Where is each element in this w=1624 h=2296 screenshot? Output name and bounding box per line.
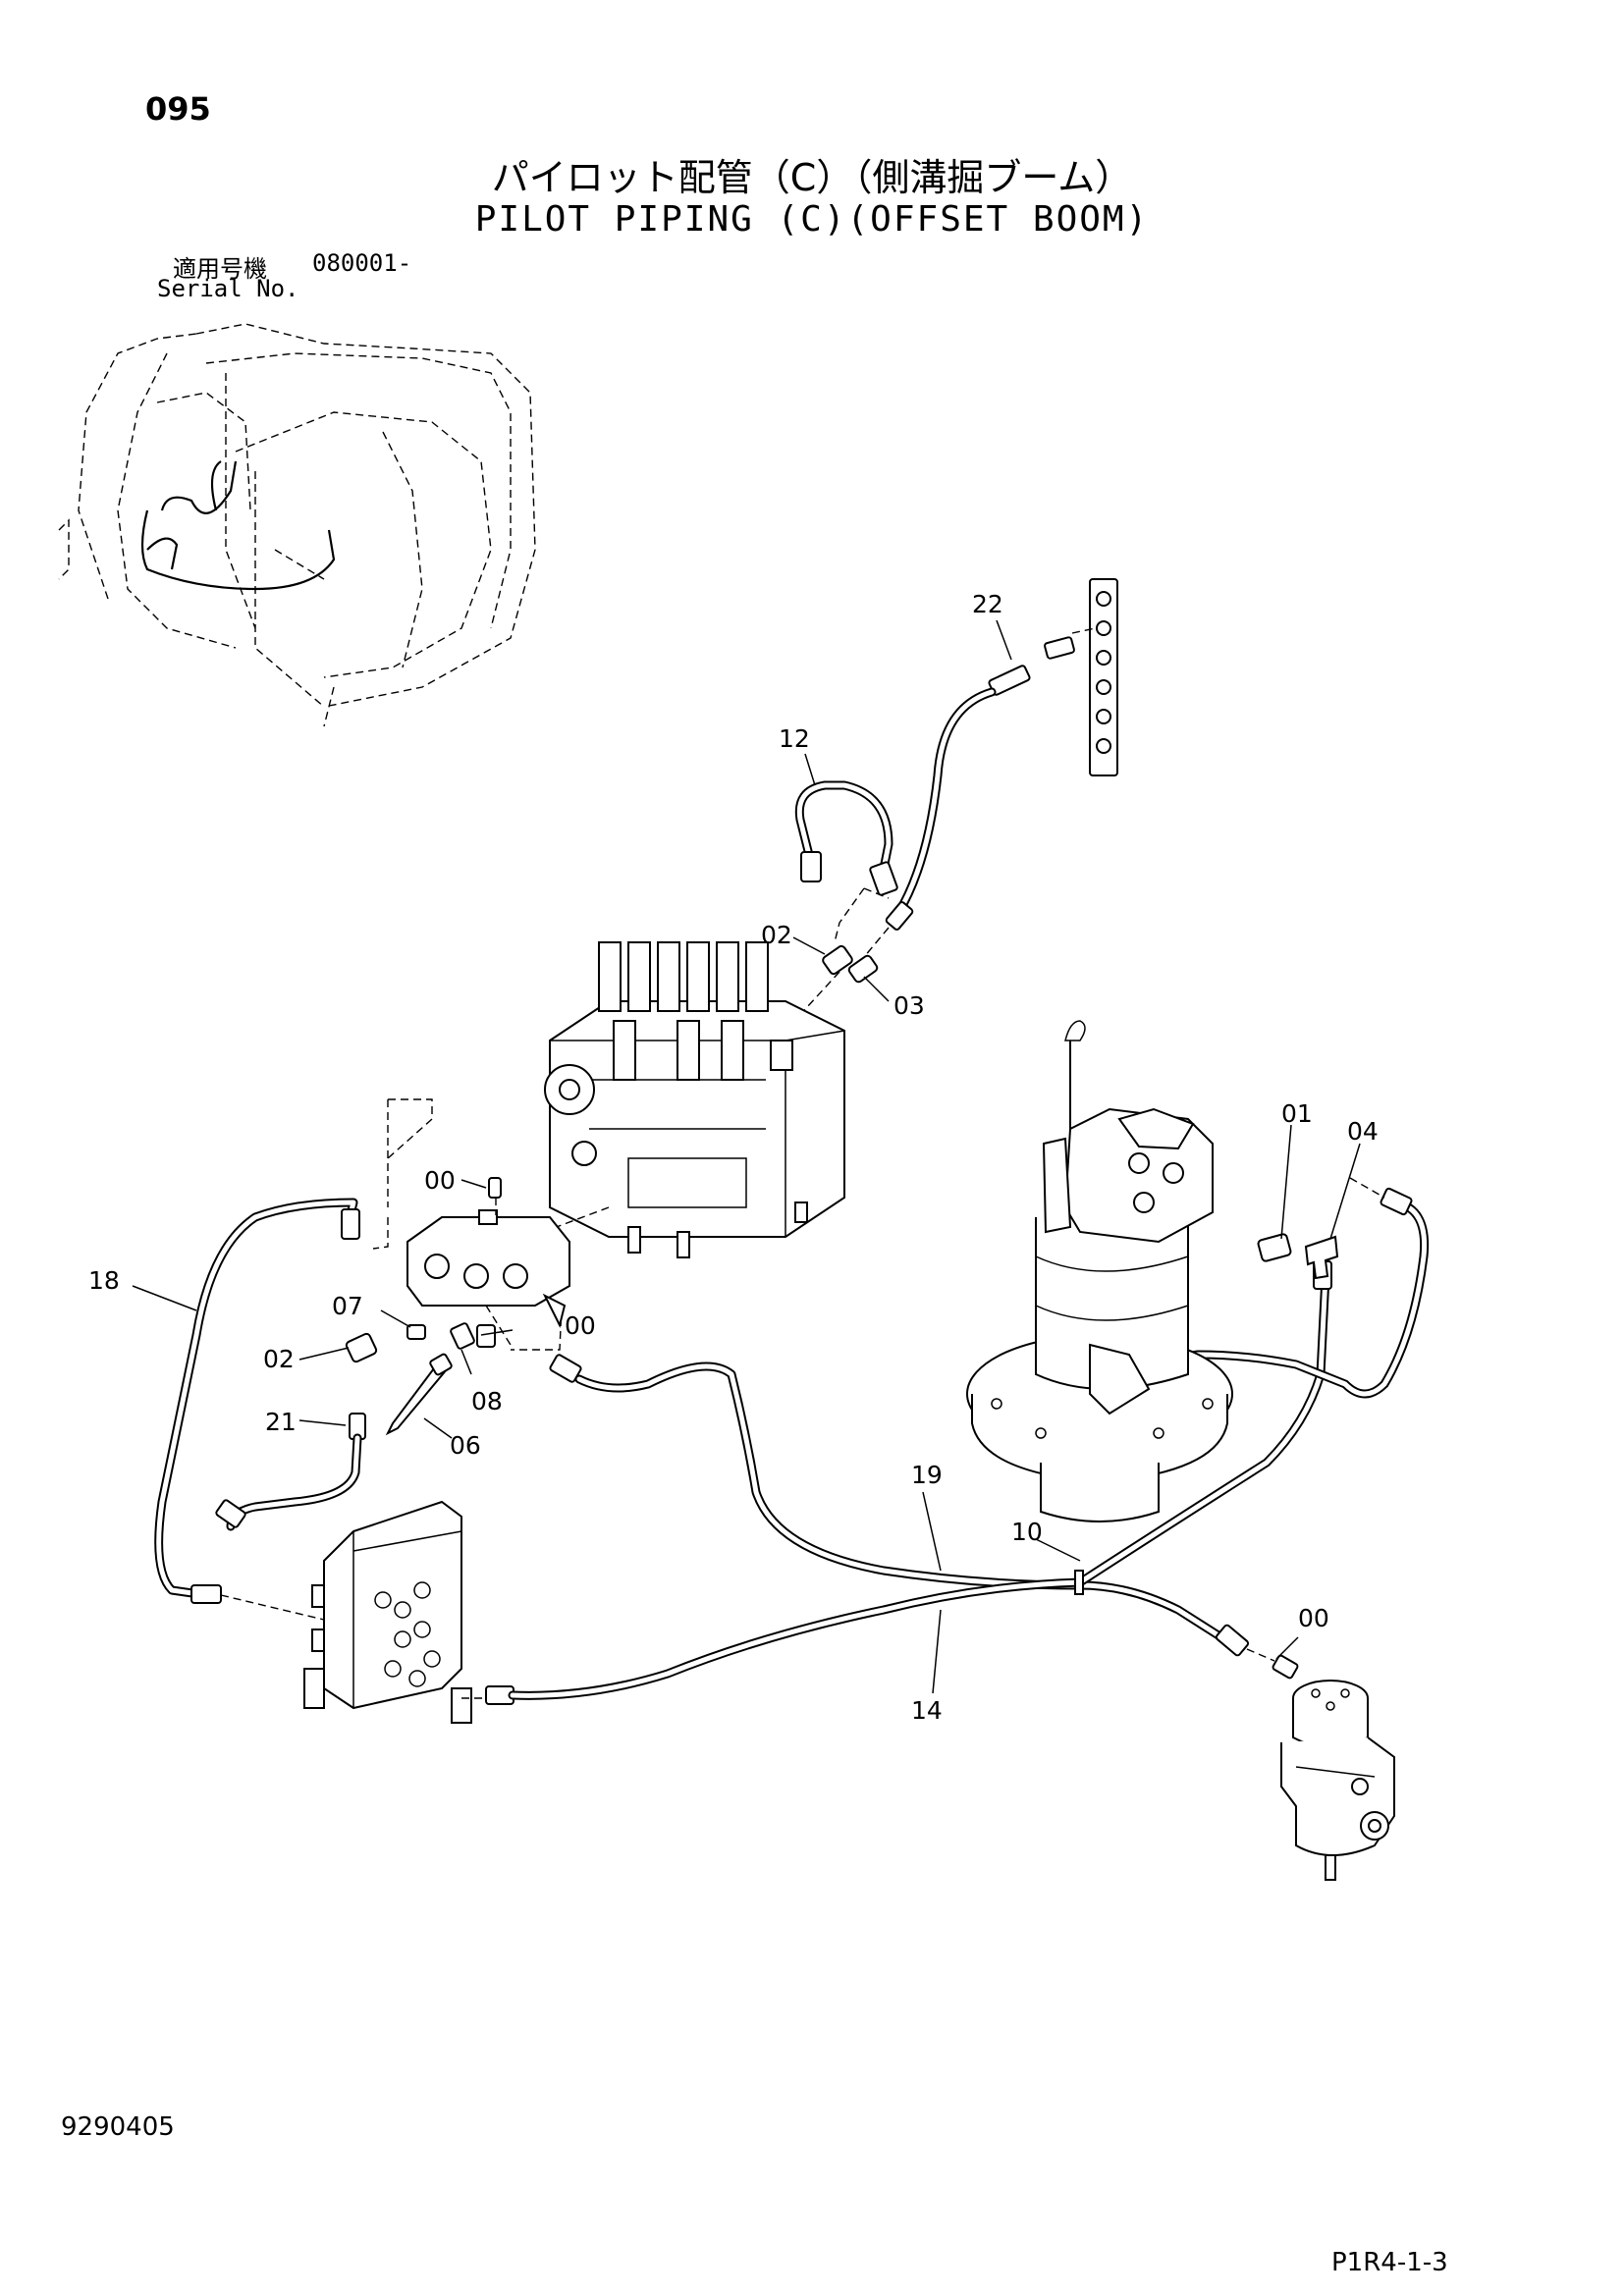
center-joint xyxy=(1246,1648,1395,1881)
hose-12 xyxy=(794,780,898,943)
callout-00: 00 xyxy=(1298,1604,1329,1632)
terminal-block xyxy=(1044,578,1118,776)
serial-number-value: 080001- xyxy=(312,249,412,277)
hose-22 xyxy=(885,665,1031,931)
callout-01: 01 xyxy=(1281,1099,1313,1128)
title-english: PILOT PIPING (C)(OFFSET BOOM) xyxy=(474,199,1150,240)
hose-14 xyxy=(485,1577,1085,1705)
callout-19: 19 xyxy=(911,1461,943,1489)
hose-10 xyxy=(1074,1260,1332,1657)
page-reference: P1R4-1-3 xyxy=(1331,2248,1448,2277)
callout-08: 08 xyxy=(471,1387,503,1415)
callout-06: 06 xyxy=(450,1431,481,1460)
callout-04: 04 xyxy=(1347,1117,1379,1146)
callout-00: 00 xyxy=(424,1166,456,1195)
callout-07: 07 xyxy=(332,1292,363,1320)
serial-label-english: Serial No. xyxy=(157,275,299,302)
hose-18 xyxy=(154,1198,360,1604)
small-fittings xyxy=(345,1322,496,1436)
callout-02: 02 xyxy=(761,921,792,949)
hose-21 xyxy=(215,1413,366,1531)
document-number: 9290405 xyxy=(61,2112,175,2142)
control-valve xyxy=(544,941,845,1258)
title-japanese: パイロット配管（C）（側溝掘ブーム） xyxy=(491,156,1133,199)
fittings-01-04 xyxy=(1257,1233,1339,1280)
pilot-valve-unit xyxy=(220,1500,491,1724)
callout-02: 02 xyxy=(263,1345,295,1373)
swing-motor xyxy=(966,1020,1233,1522)
callout-14: 14 xyxy=(911,1696,943,1725)
callout-03: 03 xyxy=(893,991,925,1020)
callout-21: 21 xyxy=(265,1408,297,1436)
serial-label-japanese: 適用号機 xyxy=(173,255,267,283)
page-code: 095 xyxy=(145,90,211,128)
machine-cab-inset xyxy=(58,323,536,727)
leader-lines xyxy=(132,619,1361,1694)
callout-22: 22 xyxy=(972,590,1003,618)
callout-18: 18 xyxy=(88,1266,120,1295)
callout-12: 12 xyxy=(779,724,810,753)
pilot-selector-block xyxy=(406,1177,570,1328)
callout-00: 00 xyxy=(565,1311,596,1340)
callout-10: 10 xyxy=(1011,1518,1043,1546)
